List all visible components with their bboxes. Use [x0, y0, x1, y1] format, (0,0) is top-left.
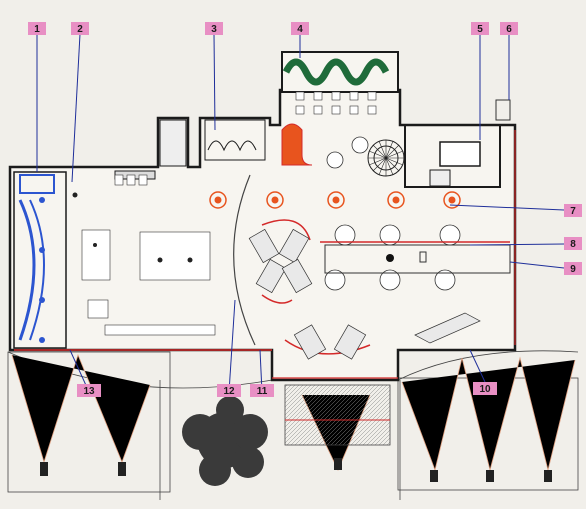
callout-3-label: 3 — [211, 24, 217, 35]
table-dots — [72, 192, 193, 263]
callout-5-label: 5 — [477, 24, 483, 35]
callout-10: 10 — [473, 382, 497, 395]
private-room — [404, 124, 501, 188]
callout-12-label: 12 — [223, 386, 235, 397]
curved-partition — [233, 174, 256, 346]
chandelier-icon — [209, 191, 461, 209]
sofa-clusters — [248, 228, 481, 360]
callout-9-label: 9 — [570, 264, 576, 275]
callout-13: 13 — [77, 384, 101, 397]
callout-5: 5 — [471, 22, 489, 35]
red-arcs — [261, 219, 371, 355]
callout-13-label: 13 — [83, 386, 95, 397]
central-bar — [320, 241, 511, 274]
round-tables — [324, 136, 461, 291]
callout-6-label: 6 — [506, 24, 512, 35]
callout-1-label: 1 — [34, 24, 40, 35]
callout-10-label: 10 — [479, 384, 491, 395]
tower-post — [495, 99, 511, 121]
callout-4: 4 — [291, 22, 309, 35]
rosette-icon — [367, 139, 405, 177]
callout-7: 7 — [564, 204, 582, 217]
callout-8: 8 — [564, 237, 582, 250]
callout-11: 11 — [250, 384, 274, 397]
callout-8-label: 8 — [570, 239, 576, 250]
callout-11-label: 11 — [257, 386, 268, 397]
awning-posts — [40, 458, 552, 482]
callout-1: 1 — [28, 22, 46, 35]
callout-12: 12 — [217, 384, 241, 397]
leader-lines — [36, 33, 565, 393]
dining-tables-left — [81, 174, 216, 336]
terrace — [281, 51, 399, 115]
callout-2-label: 2 — [77, 24, 83, 35]
callout-7-label: 7 — [570, 206, 576, 217]
tree-icon — [182, 396, 268, 486]
glazed-entrance — [13, 171, 67, 349]
callout-3: 3 — [205, 22, 223, 35]
callout-9: 9 — [564, 262, 582, 275]
callout-2: 2 — [71, 22, 89, 35]
planter-icon — [282, 58, 390, 86]
bar-counter — [281, 123, 313, 166]
callout-4-label: 4 — [297, 24, 303, 35]
stair-icon — [284, 384, 391, 446]
callout-6: 6 — [500, 22, 518, 35]
